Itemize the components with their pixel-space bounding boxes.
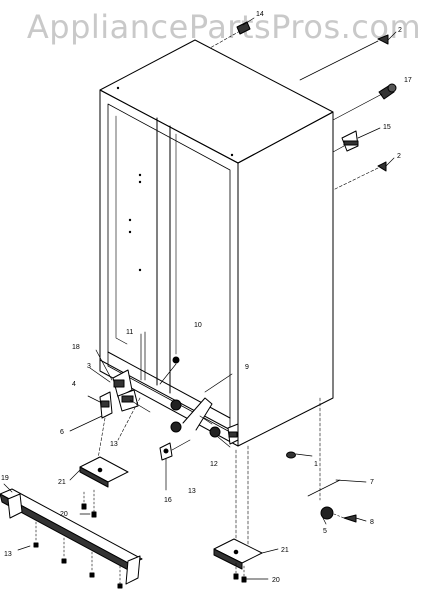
callout-6: 6 xyxy=(60,429,64,436)
callout-14: 14 xyxy=(256,11,264,18)
callout-13-right: 13 xyxy=(188,488,196,495)
cabinet-top xyxy=(99,39,334,164)
bracket-assembly-right xyxy=(159,373,239,491)
callout-3: 3 xyxy=(87,363,91,370)
bracket-assembly-left xyxy=(69,331,180,477)
callout-16: 16 xyxy=(164,497,172,504)
rear-inner-edge xyxy=(115,115,128,345)
callout-13-left: 13 xyxy=(4,551,12,558)
callout-21-right: 21 xyxy=(281,547,289,554)
hinge-plate-left xyxy=(69,456,129,518)
callout-18: 18 xyxy=(72,344,80,351)
callout-19: 19 xyxy=(1,475,9,482)
callout-15: 15 xyxy=(383,124,391,131)
leader-2-top xyxy=(299,40,379,81)
callout-10: 10 xyxy=(194,322,202,329)
callout-11: 11 xyxy=(126,329,133,336)
callout-9: 9 xyxy=(245,364,249,371)
callout-12: 12 xyxy=(210,461,218,468)
callout-17: 17 xyxy=(404,77,412,84)
cabinet xyxy=(99,39,334,447)
screw-part-14 xyxy=(209,17,255,49)
callout-13-mid: 13 xyxy=(110,441,118,448)
callout-4: 4 xyxy=(72,381,76,388)
callout-21-left: 21 xyxy=(58,479,66,486)
bracket-part-15 xyxy=(332,127,381,153)
callout-labels: 14 2 17 15 2 10 11 18 3 4 6 9 13 12 1 21… xyxy=(1,11,412,584)
callout-1: 1 xyxy=(314,461,318,468)
callout-7: 7 xyxy=(370,479,374,486)
kick-plate xyxy=(0,483,143,589)
callout-8: 8 xyxy=(370,519,374,526)
plug-part-17 xyxy=(332,83,397,121)
leg-right xyxy=(213,445,279,583)
roller-assembly xyxy=(286,397,367,525)
cabinet-side-panel xyxy=(237,111,334,447)
watermark: AppliancePartsPros.com xyxy=(26,8,422,46)
callout-20-right: 20 xyxy=(272,577,280,584)
mounting-holes xyxy=(116,86,234,272)
callout-2-top: 2 xyxy=(398,27,402,34)
callout-2-mid: 2 xyxy=(397,153,401,160)
callout-20-left: 20 xyxy=(60,511,68,518)
screw-part-2-mid xyxy=(332,157,395,191)
cabinet-front-frame xyxy=(99,89,239,447)
callout-5: 5 xyxy=(323,528,327,535)
screw-part-2-top xyxy=(377,31,397,45)
